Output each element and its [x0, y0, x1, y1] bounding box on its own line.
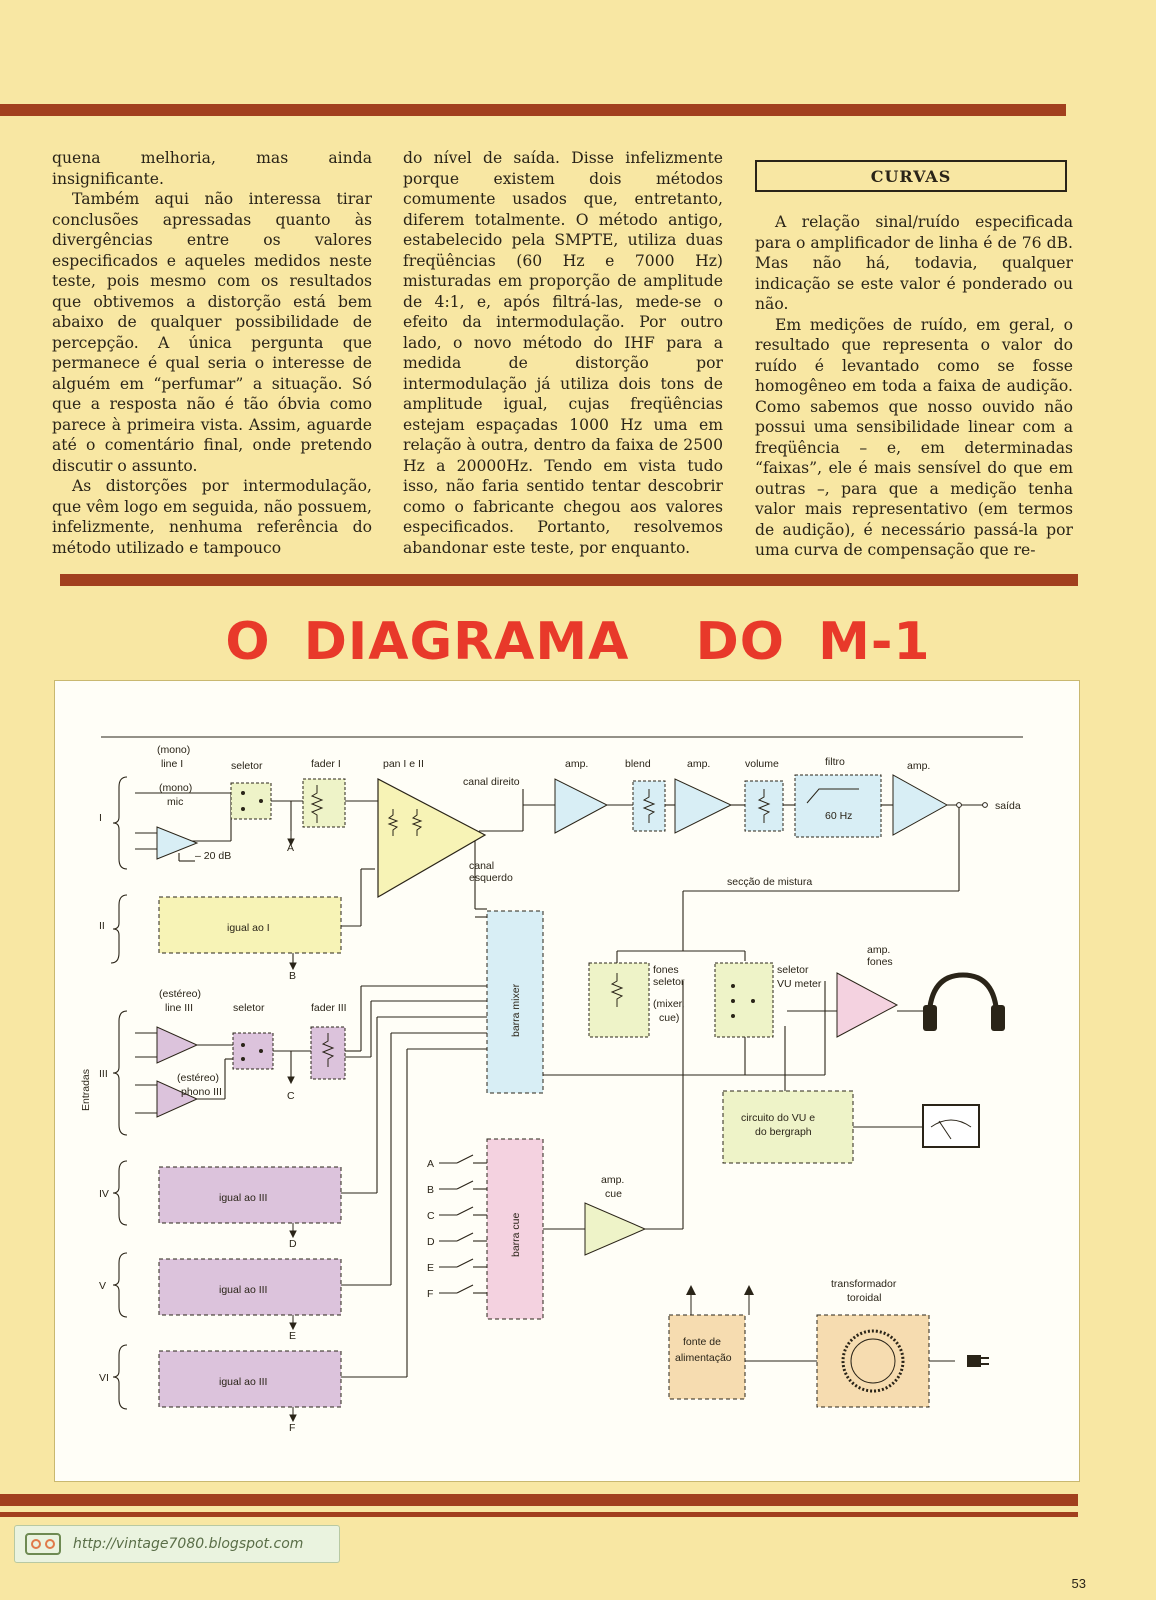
label-mono-mic: (mono): [159, 782, 192, 794]
label-minus20: – 20 dB: [195, 850, 231, 862]
label-ch-v: V: [99, 1280, 106, 1292]
label-line-i: line I: [161, 758, 183, 770]
label-fones-seletor-3: (mixer,: [653, 998, 685, 1010]
diagram-svg: (mono) line I (mono) mic seletor fader I…: [80, 736, 1023, 1434]
article-column-1: quena melhoria, mas ainda insignificante…: [52, 148, 372, 558]
bottom-rule: [0, 1494, 1078, 1506]
paragraph: Também aqui não interessa tirar conclusõ…: [52, 190, 372, 475]
label-fones-seletor-4: cue): [659, 1012, 679, 1024]
label-amp-cue-1: amp.: [601, 1174, 624, 1186]
label-ch-iii: III: [99, 1068, 108, 1080]
label-B: B: [289, 970, 296, 982]
page-number: 53: [1071, 1576, 1086, 1591]
label-vu-circ-1: circuito do VU e: [741, 1112, 815, 1124]
label-seletor-vu-2: VU meter: [777, 978, 822, 990]
label-mono-line: (mono): [157, 744, 190, 756]
label-mic: mic: [167, 796, 183, 808]
label-amp-fones-2: fones: [867, 956, 893, 968]
paragraph: do nível de saída. Disse infelizmente po…: [403, 149, 723, 557]
label-canal-esquerdo: canal: [469, 860, 494, 872]
cassette-icon: [23, 1530, 63, 1558]
paragraph: A relação sinal/ruído especificada para …: [755, 213, 1073, 313]
label-cue-D: D: [427, 1236, 435, 1248]
paragraph: Em medições de ruído, em geral, o result…: [755, 315, 1073, 560]
label-phono-iii: phono III: [181, 1086, 222, 1098]
label-C: C: [287, 1090, 295, 1102]
label-filtro: filtro: [825, 756, 845, 768]
blog-watermark[interactable]: http://vintage7080.blogspot.com: [14, 1525, 340, 1563]
label-cue-F: F: [427, 1288, 433, 1300]
label-cue-B: B: [427, 1184, 434, 1196]
label-igual-iii-v: igual ao III: [219, 1284, 267, 1296]
paragraph: quena melhoria, mas ainda insignificante…: [52, 149, 372, 188]
label-cue-A: A: [427, 1158, 434, 1170]
label-seletor-vu-1: seletor: [777, 964, 809, 976]
label-amp-fones-1: amp.: [867, 944, 890, 956]
label-estereo-line: (estéreo): [159, 988, 201, 1000]
label-barra-cue: barra cue: [510, 1212, 522, 1257]
block-diagram: (mono) line I (mono) mic seletor fader I…: [54, 680, 1080, 1482]
label-amp3: amp.: [907, 760, 930, 772]
label-cue-E: E: [427, 1262, 434, 1274]
label-amp1: amp.: [565, 758, 588, 770]
label-barra-mixer: barra mixer: [510, 983, 522, 1037]
label-fader-i: fader I: [311, 758, 341, 770]
label-estereo-phono: (estéreo): [177, 1072, 219, 1084]
label-pan: pan I e II: [383, 758, 424, 770]
mid-rule: [60, 574, 1078, 586]
label-seletor: seletor: [231, 760, 263, 772]
label-ch-iv: IV: [99, 1188, 109, 1200]
label-trafo-1: transformador: [831, 1278, 897, 1290]
label-seletor3: seletor: [233, 1002, 265, 1014]
label-F: F: [289, 1422, 295, 1434]
label-igual-i: igual ao I: [227, 922, 270, 934]
label-volume: volume: [745, 758, 779, 770]
label-fonte-2: alimentação: [675, 1352, 732, 1364]
label-fader-iii: fader III: [311, 1002, 347, 1014]
label-amp2: amp.: [687, 758, 710, 770]
label-fones-seletor-2: seletor: [653, 976, 685, 988]
blog-url: http://vintage7080.blogspot.com: [73, 1536, 304, 1552]
article-column-3: A relação sinal/ruído especificada para …: [755, 212, 1073, 561]
label-trafo-2: toroidal: [847, 1292, 881, 1304]
label-igual-iii-vi: igual ao III: [219, 1376, 267, 1388]
label-canal-direito: canal direito: [463, 776, 520, 788]
section-title: O DIAGRAMA DO M-1: [225, 612, 931, 672]
paragraph: As distorções por intermodulação, que vê…: [52, 477, 372, 557]
label-entradas: Entradas: [80, 1069, 92, 1111]
label-filtro-hz: 60 Hz: [825, 810, 852, 822]
label-vu-circ-2: do bergraph: [755, 1126, 812, 1138]
label-fones-seletor-1: fones: [653, 964, 679, 976]
label-blend: blend: [625, 758, 651, 770]
label-canal-esquerdo-2: esquerdo: [469, 872, 513, 884]
label-A: A: [287, 842, 294, 854]
label-line-iii: line III: [165, 1002, 193, 1014]
bottom-rule-thin: [0, 1512, 1078, 1517]
label-D: D: [289, 1238, 297, 1250]
label-seccao: secção de mistura: [727, 876, 812, 888]
label-saida: saída: [995, 800, 1021, 812]
label-ch-vi: VI: [99, 1372, 109, 1384]
label-amp-cue-2: cue: [605, 1188, 622, 1200]
label-E: E: [289, 1330, 296, 1342]
article-column-2: do nível de saída. Disse infelizmente po…: [403, 148, 723, 558]
top-rule: [0, 104, 1066, 116]
label-cue-C: C: [427, 1210, 435, 1222]
label-igual-iii-iv: igual ao III: [219, 1192, 267, 1204]
label-ch-i: I: [99, 812, 102, 824]
section-heading-curvas: CURVAS: [755, 160, 1067, 192]
label-ch-ii: II: [99, 920, 105, 932]
label-fonte-1: fonte de: [683, 1336, 721, 1348]
